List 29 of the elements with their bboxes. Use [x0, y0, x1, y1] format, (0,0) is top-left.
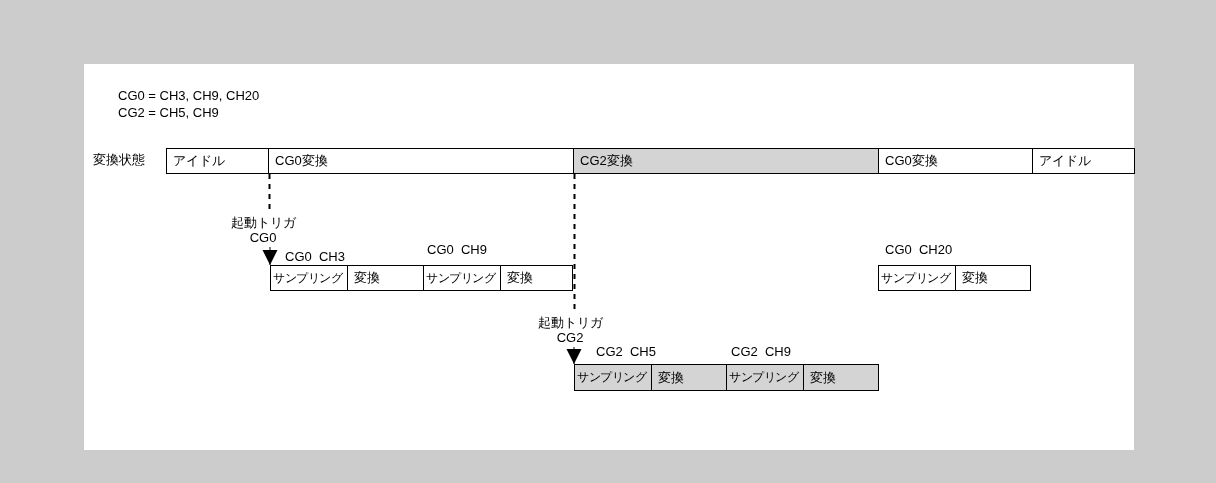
sampling-box: サンプリング: [270, 265, 348, 291]
trigger-arrow: [566, 346, 582, 365]
channel-label: CG2 CH5: [596, 344, 656, 360]
dashed-line: [268, 173, 271, 212]
conversion-box: 変換: [500, 265, 573, 291]
state-segment: アイドル: [166, 148, 269, 174]
trigger-arrow: [262, 246, 278, 266]
conversion-box: 変換: [955, 265, 1031, 291]
channel-label: CG0 CH20: [885, 242, 953, 258]
conversion-box: 変換: [347, 265, 424, 291]
channel-label: CG0 CH3: [285, 249, 345, 265]
group-definition: CG2 = CH5, CH9: [118, 105, 219, 121]
state-segment: CG2変換: [573, 148, 879, 174]
state-segment: CG0変換: [878, 148, 1033, 174]
channel-label: CG2 CH9: [731, 344, 791, 360]
state-segment: CG0変換: [268, 148, 574, 174]
state-segment: アイドル: [1032, 148, 1135, 174]
sampling-box: サンプリング: [878, 265, 956, 291]
trigger-label: 起動トリガ CG0: [228, 213, 298, 247]
trigger-label: 起動トリガ CG2: [532, 313, 608, 347]
channel-label: CG0 CH9: [427, 242, 487, 258]
sampling-box: サンプリング: [574, 364, 652, 391]
sampling-box: サンプリング: [423, 265, 501, 291]
row-label: 変換状態: [93, 152, 145, 168]
sampling-box: サンプリング: [726, 364, 804, 391]
group-definition: CG0 = CH3, CH9, CH20: [118, 88, 260, 104]
conversion-box: 変換: [651, 364, 727, 391]
dashed-line: [573, 173, 576, 312]
conversion-box: 変換: [803, 364, 879, 391]
